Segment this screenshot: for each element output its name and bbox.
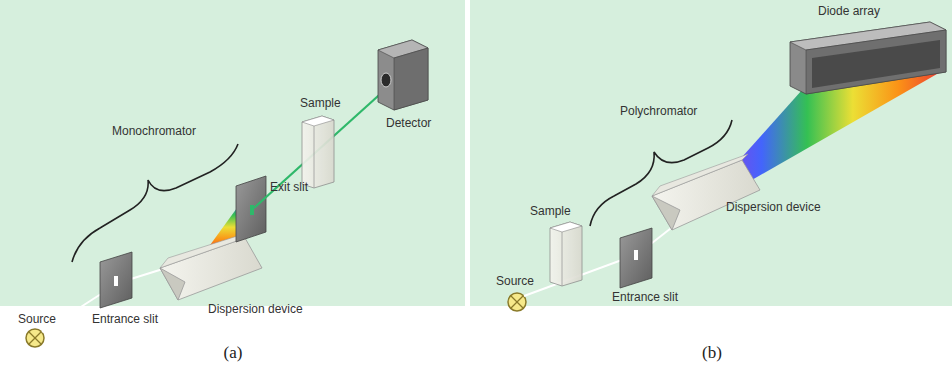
sample-cuvette (550, 222, 582, 286)
part-label: Sample (300, 96, 341, 110)
bracket (590, 120, 732, 226)
part-label: Diode array (818, 4, 880, 18)
part-label: Sample (530, 204, 571, 218)
part-label: Polychromator (620, 104, 697, 118)
entrance-slit-plate (100, 252, 132, 308)
source-lamp (508, 293, 526, 311)
monochromatic-beam (254, 78, 398, 208)
part-label: Source (18, 312, 56, 326)
sample-cuvette (302, 116, 334, 188)
part-label: Entrance slit (612, 290, 678, 304)
source-lamp (26, 329, 44, 347)
dispersion-prism (160, 232, 262, 300)
part-label: Monochromator (112, 124, 196, 138)
bracket (72, 144, 238, 262)
entrance-slit-plate (620, 228, 652, 288)
panel-label: (a) (224, 346, 243, 360)
exit-slit-plate (236, 176, 266, 242)
part-label: Exit slit (270, 180, 308, 194)
part-label: Dispersion device (208, 302, 303, 316)
panel-a-ground (0, 0, 465, 306)
panel-b-ground (470, 0, 952, 306)
part-label: Dispersion device (726, 200, 821, 214)
part-label: Entrance slit (92, 312, 158, 326)
panel-label: (b) (702, 346, 722, 360)
part-label: Detector (386, 116, 431, 130)
part-label: Source (496, 274, 534, 288)
detector-box (378, 40, 428, 110)
diode-array (790, 22, 946, 94)
dispersion-prism (652, 154, 760, 230)
